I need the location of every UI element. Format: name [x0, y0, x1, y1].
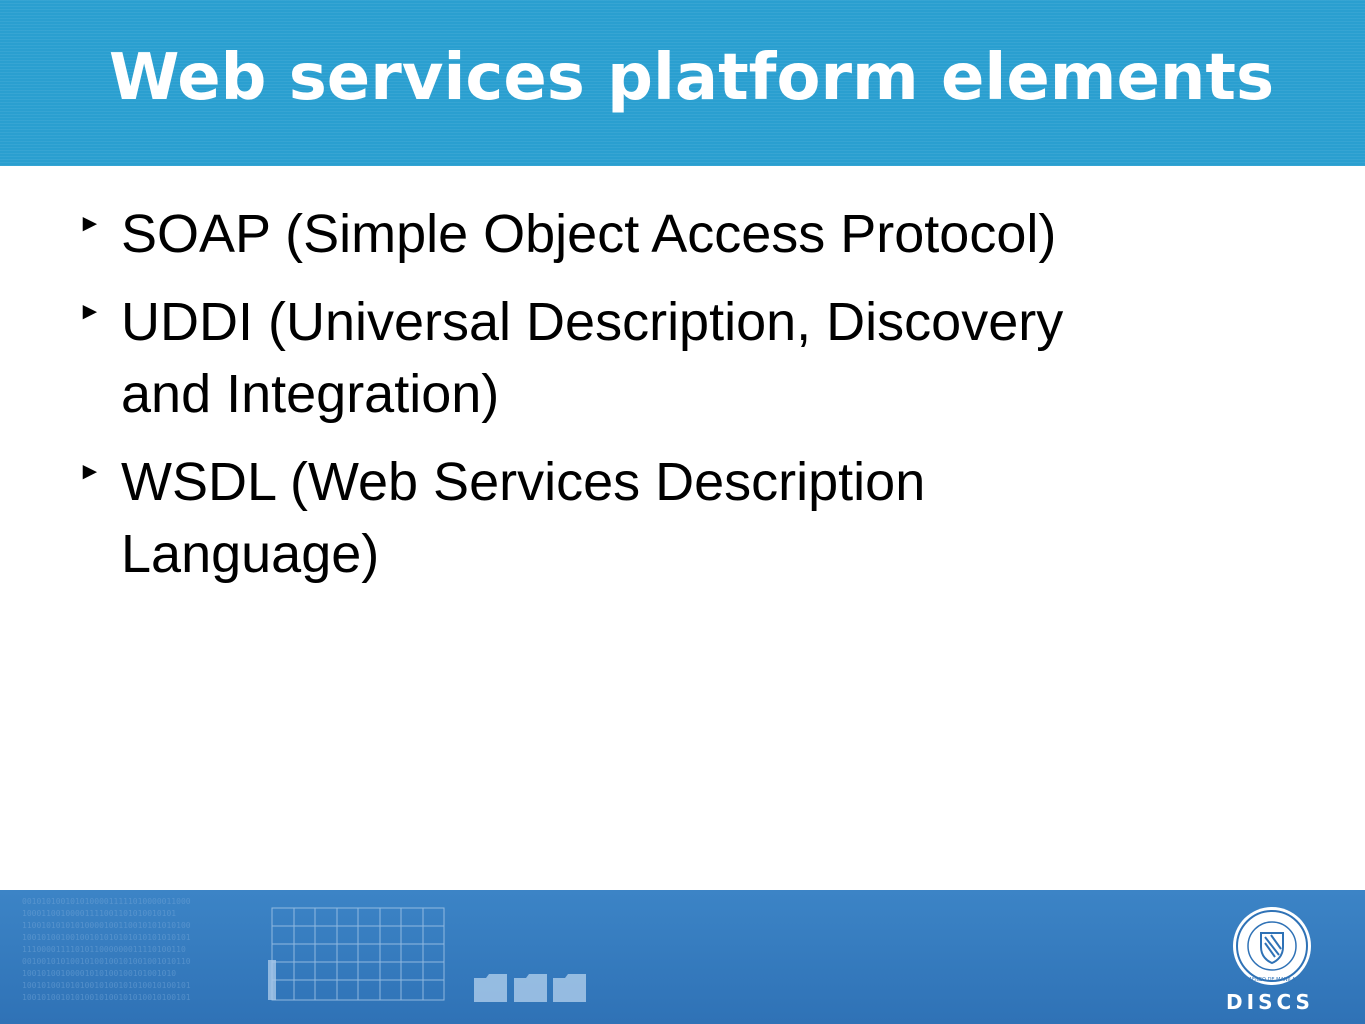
- svg-text:001001010100101001001010010010: 00100101010010100100101001001010110: [22, 957, 191, 966]
- bullet-list: ► SOAP (Simple Object Access Protocol) ►…: [78, 198, 1278, 606]
- svg-text:100101001010100101001010100101: 10010100101010010100101010010100101: [22, 993, 191, 1002]
- footer-banner: 00101010010101000011111010000011000 1000…: [0, 890, 1365, 1024]
- title-bar: Web services platform elements: [0, 0, 1365, 166]
- svg-text:100011001000011110011010100101: 10001100100001111001101010010101: [22, 909, 176, 918]
- bullet-item-wsdl: ► WSDL (Web Services Description Languag…: [78, 446, 1278, 590]
- right-triangle-icon: ►: [78, 210, 102, 237]
- ateneo-seal-logo: AENEO DE MANILA: [1233, 907, 1311, 985]
- svg-text:001010100101010000111110100000: 00101010010101000011111010000011000: [22, 897, 191, 906]
- bullet-item-uddi: ► UDDI (Universal Description, Discovery…: [78, 286, 1278, 430]
- decorative-grid-graphic: [271, 907, 445, 1001]
- seal-caption: AENEO DE MANILA: [1249, 977, 1296, 983]
- bullet-text-line-2: Language): [121, 524, 380, 584]
- svg-text:100101001000010101001001010010: 10010100100001010100100101001010: [22, 969, 176, 978]
- bullet-text: SOAP (Simple Object Access Protocol): [121, 204, 1057, 264]
- slide-title: Web services platform elements: [108, 41, 1275, 115]
- right-triangle-icon: ►: [78, 298, 102, 325]
- decorative-binary-graphic: 00101010010101000011111010000011000 1000…: [22, 897, 586, 1002]
- binary-text-pattern: 00101010010101000011111010000011000 1000…: [22, 897, 191, 1002]
- svg-text:110010101010100001001100101010: 11001010101010000100110010101010100: [22, 921, 191, 930]
- bullet-text-line-1: UDDI (Universal Description, Discovery: [121, 292, 1064, 352]
- svg-text:111000011110101100000001111010: 1110000111101011000000011110100110: [22, 945, 186, 954]
- discs-logo-text: DISCS: [1226, 990, 1314, 1014]
- right-triangle-icon: ►: [78, 458, 102, 485]
- bullet-item-soap: ► SOAP (Simple Object Access Protocol): [78, 198, 1278, 270]
- folder-icon-group: [474, 974, 586, 1002]
- svg-text:100101001001001010101010101010: 10010100100100101010101010101010101: [22, 933, 191, 942]
- bullet-text-line-1: WSDL (Web Services Description: [121, 452, 926, 512]
- svg-text:100101001010100101001010100101: 10010100101010010100101010010100101: [22, 981, 191, 990]
- bullet-text-line-2: and Integration): [121, 364, 500, 424]
